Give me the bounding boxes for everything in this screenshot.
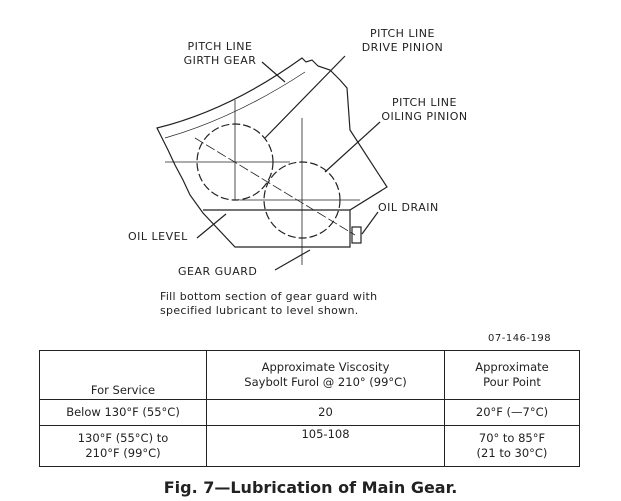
- label-oil-drain: OIL DRAIN: [378, 201, 439, 214]
- cell-pour-point: 70° to 85°F(21 to 30°C): [444, 425, 580, 467]
- table-row: Below 130°F (55°C) 20 20°F (—7°C): [39, 399, 580, 426]
- header-for-service: For Service: [39, 350, 207, 400]
- figure-caption: Fig. 7—Lubrication of Main Gear.: [163, 478, 458, 497]
- girth-gear-outline: [156, 57, 388, 248]
- cell-pour-point: 20°F (—7°C): [444, 399, 580, 426]
- gear-diagram: [156, 55, 388, 271]
- cell-service: Below 130°F (55°C): [39, 399, 207, 426]
- figure-code: 07-146-198: [488, 333, 552, 344]
- label-oil-level: OIL LEVEL: [128, 230, 188, 243]
- oil-drain-plug: [351, 226, 362, 244]
- cell-viscosity: 20: [206, 399, 445, 426]
- cell-viscosity: 105-108: [206, 425, 445, 467]
- label-gear-guard: GEAR GUARD: [178, 265, 258, 278]
